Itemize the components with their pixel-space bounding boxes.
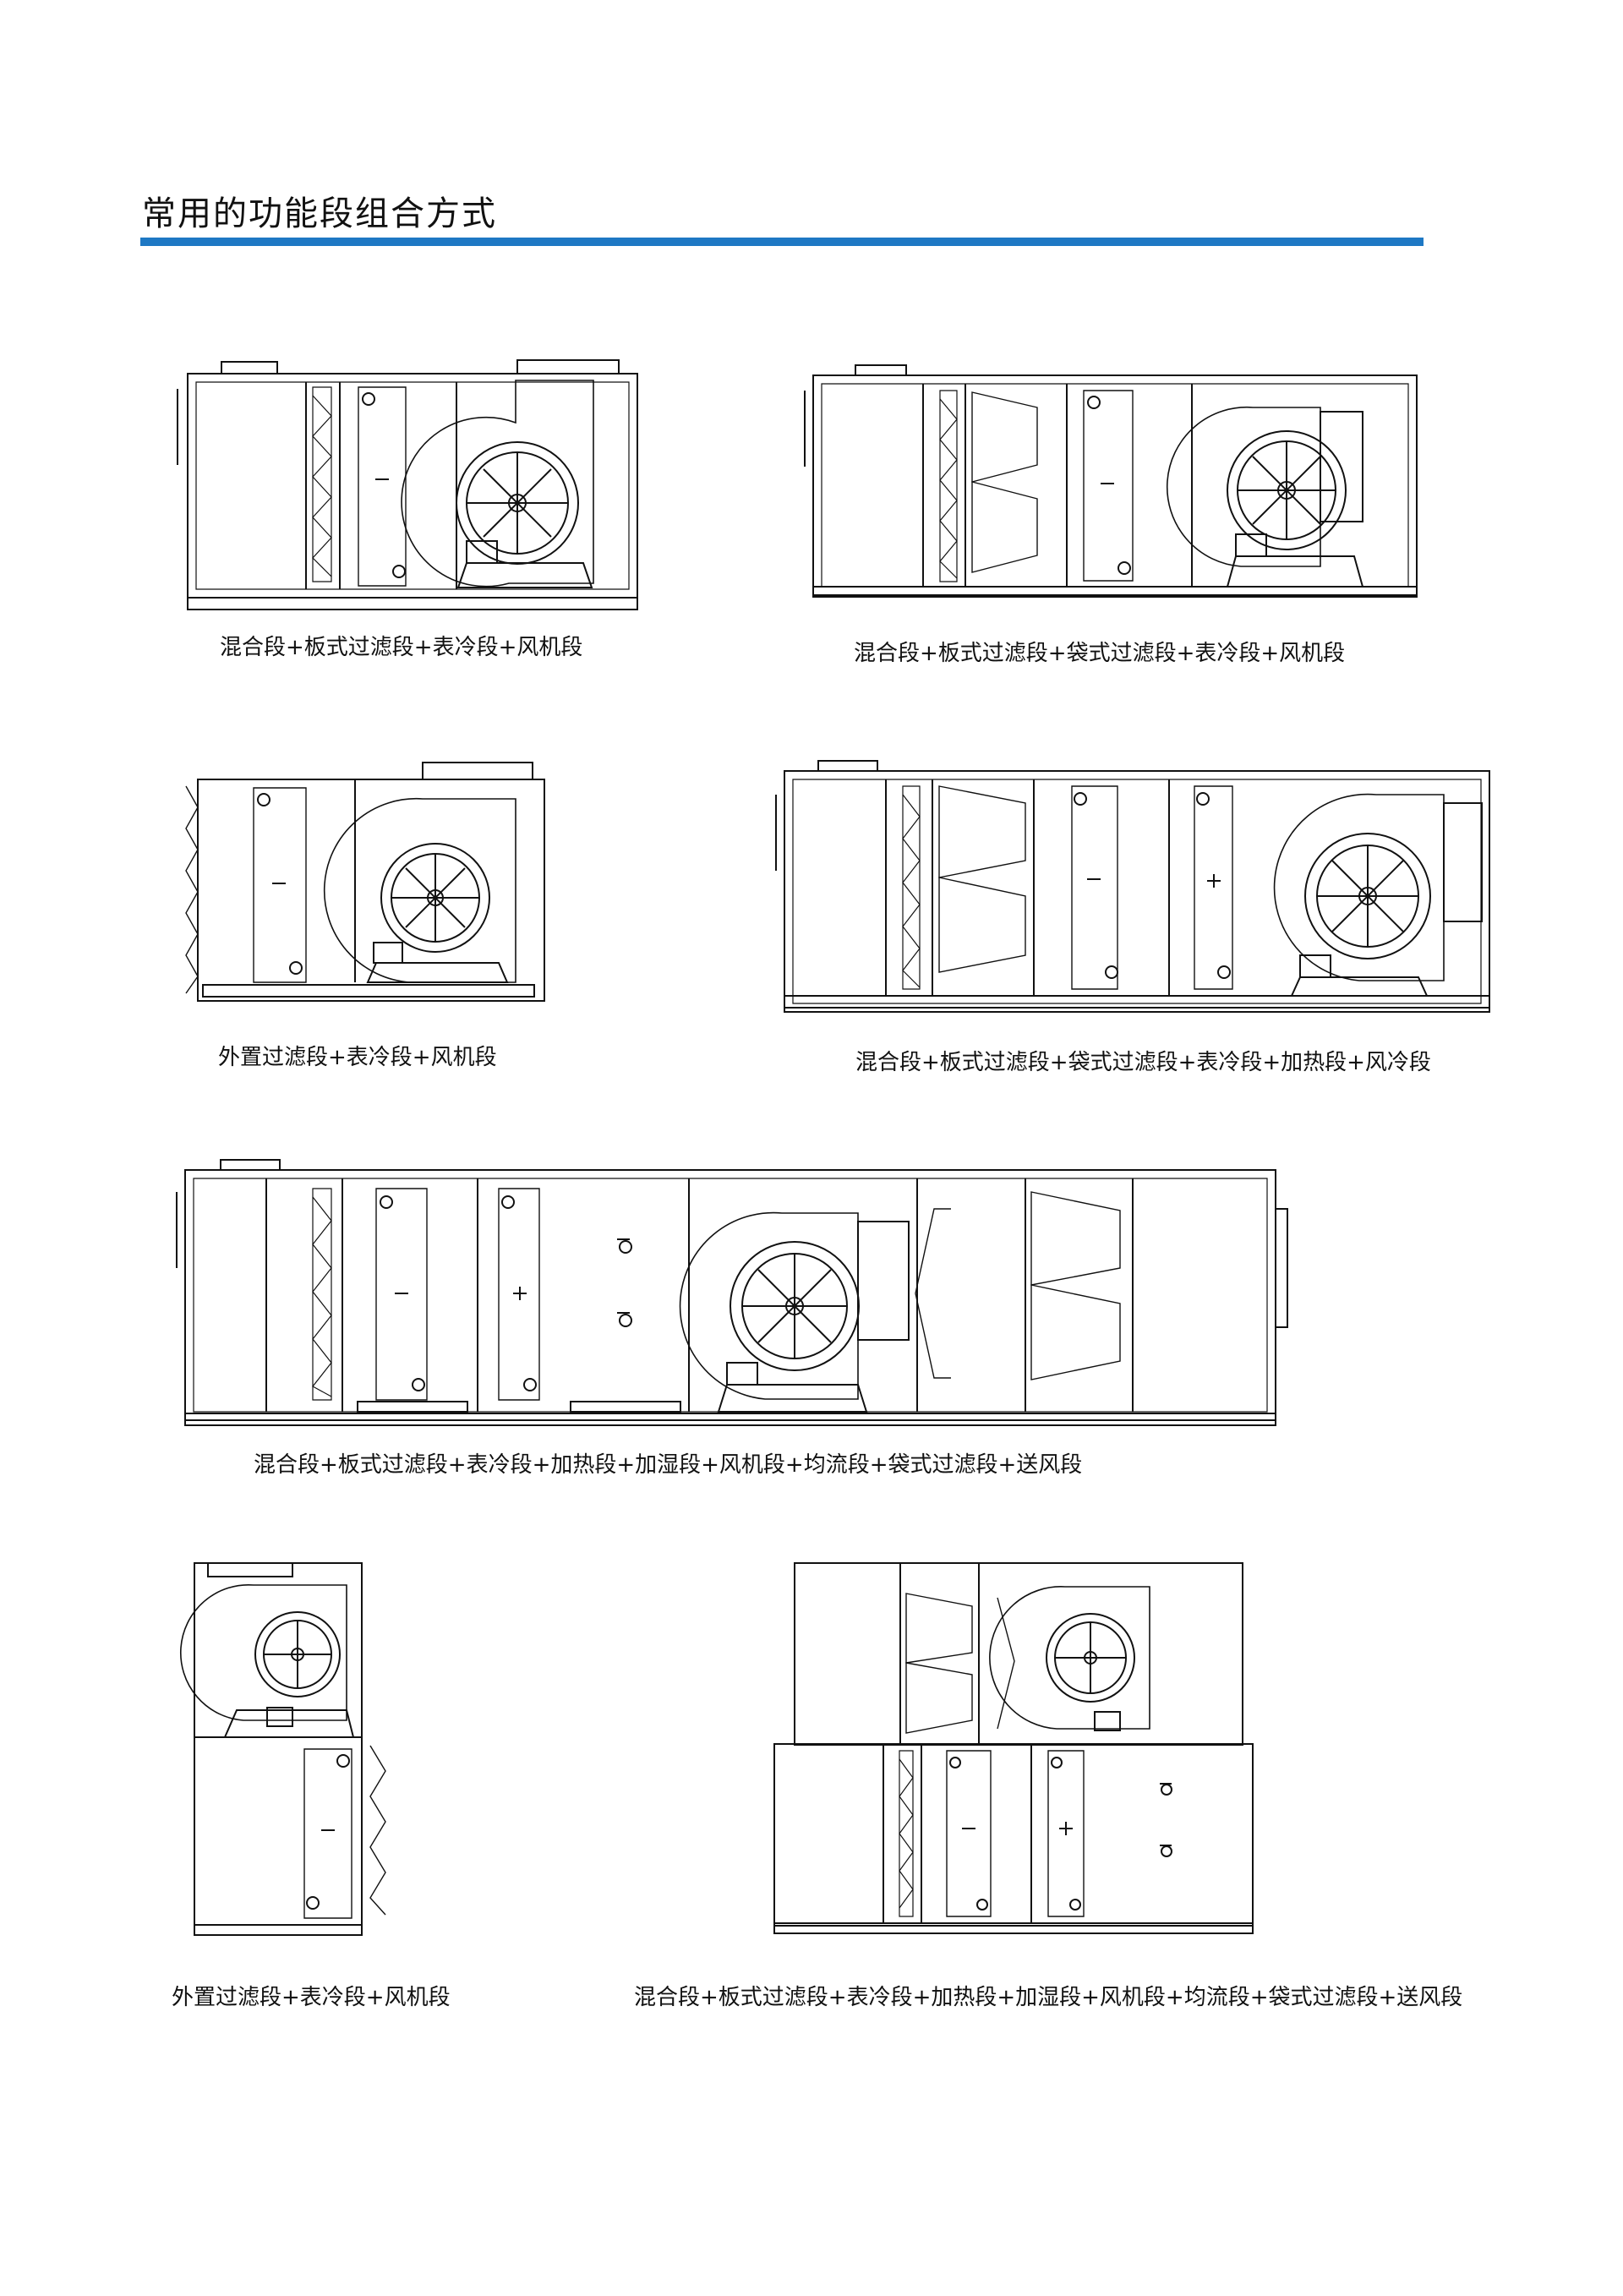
caption-6: 外置过滤段+表冷段+风机段 <box>172 1985 451 2010</box>
bag-filter <box>906 1594 972 1733</box>
diagram-4 <box>784 761 1499 1031</box>
caption-3: 外置过滤段+表冷段+风机段 <box>218 1045 497 1070</box>
bag-filter <box>1031 1192 1120 1380</box>
cooling-coil <box>304 1749 352 1918</box>
air-equalizer <box>997 1598 1014 1729</box>
caption-4: 混合段+板式过滤段+袋式过滤段+表冷段+加热段+风冷段 <box>855 1050 1431 1075</box>
cooling-coil <box>358 387 406 586</box>
bag-filter <box>972 392 1037 572</box>
diagram-6 <box>186 1560 389 1949</box>
fan-blower <box>1275 795 1482 996</box>
humidifier <box>571 1239 680 1412</box>
diagram-2 <box>813 365 1422 610</box>
cooling-coil <box>1084 391 1133 581</box>
cooling-coil <box>947 1751 991 1916</box>
plate-filter <box>940 391 957 582</box>
fan-blower <box>402 380 593 588</box>
fan-blower <box>181 1585 353 1737</box>
cooling-coil <box>358 1189 467 1412</box>
diagram-3 <box>178 761 549 1023</box>
bag-filter <box>939 786 1025 972</box>
caption-5: 混合段+板式过滤段+表冷段+加热段+加湿段+风机段+均流段+袋式过滤段+送风段 <box>254 1452 1083 1478</box>
caption-1: 混合段+板式过滤段+表冷段+风机段 <box>220 635 583 660</box>
title-underline-bar <box>140 238 1424 246</box>
caption-2: 混合段+板式过滤段+袋式过滤段+表冷段+风机段 <box>854 641 1346 666</box>
page-title: 常用的功能段组合方式 <box>142 194 497 233</box>
plate-filter <box>313 387 331 582</box>
diagram-5 <box>173 1158 1293 1437</box>
external-filter <box>370 1746 385 1915</box>
external-filter <box>186 786 198 993</box>
diagram-1 <box>188 355 642 621</box>
fan-blower <box>680 1213 909 1412</box>
fan-blower <box>325 799 516 982</box>
fan-blower <box>990 1587 1150 1730</box>
plate-filter <box>313 1189 331 1400</box>
heating-coil <box>1048 1751 1084 1916</box>
diagram-7 <box>761 1560 1260 1940</box>
cooling-coil <box>1072 786 1118 989</box>
cooling-coil <box>254 788 306 982</box>
plate-filter <box>903 786 920 989</box>
plate-filter <box>899 1751 913 1916</box>
heating-coil <box>499 1189 539 1400</box>
caption-7: 混合段+板式过滤段+表冷段+加热段+加湿段+风机段+均流段+袋式过滤段+送风段 <box>634 1985 1463 2010</box>
fan-blower <box>1167 407 1363 587</box>
air-equalizer <box>915 1209 951 1378</box>
humidifier <box>1160 1784 1172 1856</box>
heating-coil <box>1194 786 1232 989</box>
